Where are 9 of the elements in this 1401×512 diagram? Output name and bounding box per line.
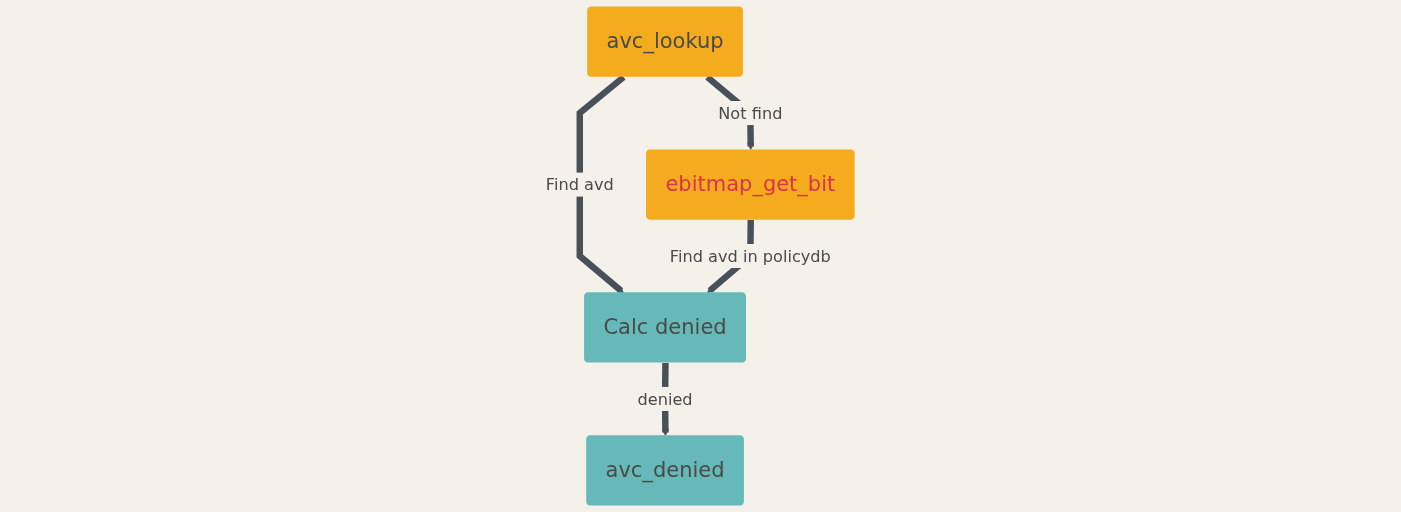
node-box: ebitmap_get_bit [646, 149, 855, 220]
arrow [576, 74, 626, 294]
node-box: Calc denied [584, 292, 747, 363]
edge-label: Find avd [546, 174, 615, 195]
edge-label: denied [637, 389, 693, 409]
node-box: avc_lookup [587, 6, 744, 77]
edge-label: Find avd in policydb [670, 246, 832, 266]
node-box: avc_denied [586, 435, 745, 506]
edge-label: Not find [718, 103, 783, 123]
